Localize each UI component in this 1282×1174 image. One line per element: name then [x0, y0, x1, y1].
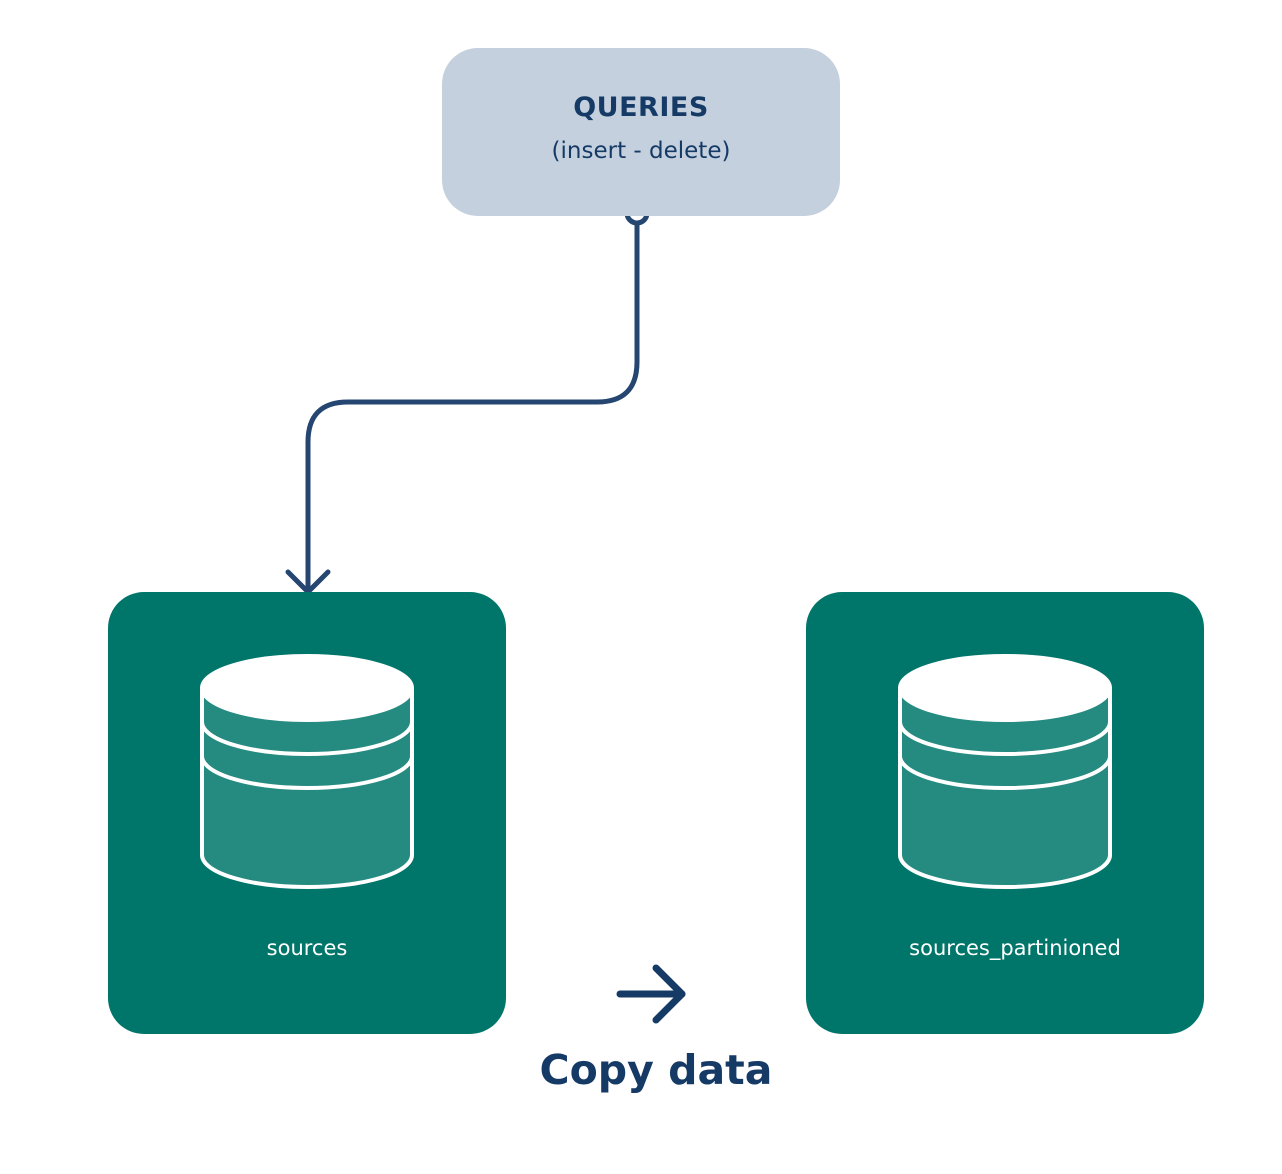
database-icon [200, 654, 414, 889]
queries-subtitle: (insert - delete) [551, 138, 731, 164]
arrow-right-icon [616, 964, 686, 1024]
sources-label: sources [266, 936, 348, 960]
sources-node: sources [108, 592, 506, 1034]
queries-title: QUERIES [573, 92, 709, 123]
sources-partinioned-label: sources_partinioned [909, 936, 1121, 960]
queries-node: QUERIES (insert - delete) [442, 48, 840, 216]
database-icon [898, 654, 1112, 889]
sources-partinioned-node: sources_partinioned [806, 592, 1204, 1034]
copy-data-label: Copy data [539, 1046, 773, 1094]
